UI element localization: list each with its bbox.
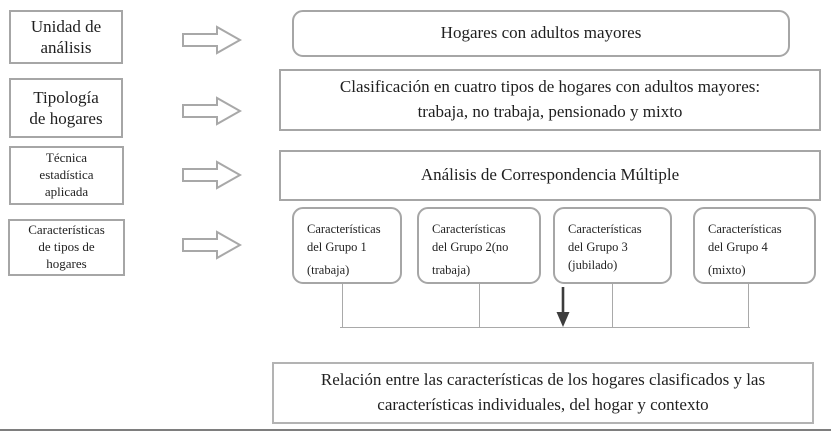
grupo-1-line: Características [307, 222, 381, 236]
stage-label-unidad-de-analisis: Unidad de análisis [9, 10, 123, 64]
connector-rail [340, 327, 750, 329]
grupo-4-tag: (mixto) [708, 263, 746, 277]
grupo-4-line: del Grupo 4 [708, 240, 768, 254]
connector-line [748, 284, 750, 328]
connector-line [342, 284, 344, 328]
right-block-arrow-icon [182, 96, 242, 126]
node-grupo-3: Características del Grupo 3 (jubilado) [553, 207, 672, 284]
node-grupo-1: Características del Grupo 1 (trabaja) [292, 207, 402, 284]
grupo-3-line: del Grupo 3 [568, 240, 628, 254]
right-block-arrow-icon [182, 160, 242, 190]
grupo-2-line: del Grupo 2(no [432, 240, 509, 254]
connector-line [612, 284, 614, 328]
stage-label-caracteristicas-tipos: Características de tipos de hogares [8, 219, 125, 276]
grupo-2-tag: trabaja) [432, 263, 471, 277]
right-block-arrow-icon [182, 25, 242, 55]
node-grupo-2: Características del Grupo 2(no trabaja) [417, 207, 541, 284]
connector-line [479, 284, 481, 328]
grupo-1-tag: (trabaja) [307, 263, 350, 277]
page-bottom-rule [0, 429, 831, 431]
stage-label-tipologia-de-hogares: Tipología de hogares [9, 78, 123, 138]
grupo-2-line: Características [432, 222, 506, 236]
grupo-4-line: Características [708, 222, 782, 236]
right-block-arrow-icon [182, 230, 242, 260]
node-resultado: Relación entre las características de lo… [272, 362, 814, 424]
grupo-1-line: del Grupo 1 [307, 240, 367, 254]
grupo-3-tag: (jubilado) [568, 258, 618, 272]
down-arrow-icon [556, 287, 570, 327]
node-unidad-de-analisis: Hogares con adultos mayores [292, 10, 790, 57]
node-tipologia: Clasificación en cuatro tipos de hogares… [279, 69, 821, 131]
stage-label-tecnica-estadistica: Técnica estadística aplicada [9, 146, 124, 205]
node-grupo-4: Características del Grupo 4 (mixto) [693, 207, 816, 284]
node-tecnica: Análisis de Correspondencia Múltiple [279, 150, 821, 201]
grupo-3-line: Características [568, 222, 642, 236]
